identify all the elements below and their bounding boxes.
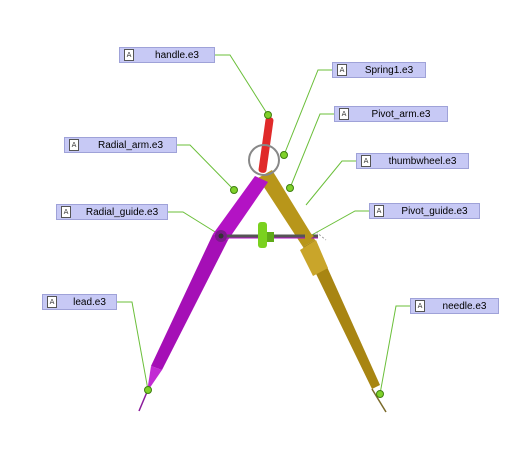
thumbwheel-hub <box>267 232 274 242</box>
thumbwheel[interactable] <box>258 222 267 248</box>
document-a-icon: A <box>124 49 134 61</box>
document-a-icon: A <box>361 155 371 167</box>
callout-lead[interactable]: A lead.e3 <box>42 294 117 310</box>
spring-ring[interactable] <box>248 144 280 176</box>
document-a-icon: A <box>61 206 71 218</box>
document-a-icon: A <box>47 296 57 308</box>
callout-label: thumbwheel.e3 <box>388 155 457 167</box>
leader-line-handle <box>214 54 269 116</box>
attachment-markers <box>144 111 384 398</box>
leader-line-spring1 <box>283 69 332 156</box>
callout-label: Radial_arm.e3 <box>97 139 164 151</box>
pivot-guide[interactable] <box>305 229 327 243</box>
callout-pivot-guide[interactable]: A Pivot_guide.e3 <box>369 203 480 219</box>
callout-label: Radial_guide.e3 <box>85 206 159 218</box>
callout-label: lead.e3 <box>73 296 106 308</box>
marker-needle <box>376 390 384 398</box>
radial-arm[interactable] <box>138 176 268 412</box>
callout-needle[interactable]: A needle.e3 <box>410 298 499 314</box>
callout-label: Pivot_arm.e3 <box>371 108 431 120</box>
callout-spring1[interactable]: A Spring1.e3 <box>332 62 426 78</box>
document-a-icon: A <box>415 300 425 312</box>
leader-line-radial-guide <box>167 211 221 236</box>
leader-line-radial-arm <box>176 144 235 191</box>
leader-line-needle <box>379 305 410 395</box>
callout-radial-arm[interactable]: A Radial_arm.e3 <box>64 137 177 153</box>
marker-pivot-arm <box>286 184 294 192</box>
leader-line-thumbwheel <box>305 160 356 206</box>
radial-guide[interactable] <box>215 230 227 242</box>
callout-label: Spring1.e3 <box>364 64 414 76</box>
callout-label: Pivot_guide.e3 <box>401 205 468 217</box>
callout-label: handle.e3 <box>155 49 199 61</box>
marker-radial-arm <box>230 186 238 194</box>
leader-line-pivot-arm <box>289 113 334 189</box>
leader-line-pivot-guide <box>309 210 369 237</box>
pivot-arm[interactable] <box>258 170 387 413</box>
callout-handle[interactable]: A handle.e3 <box>119 47 215 63</box>
marker-spring1 <box>280 151 288 159</box>
leader-lines <box>116 54 410 395</box>
document-a-icon: A <box>337 64 347 76</box>
callout-label: needle.e3 <box>442 300 487 312</box>
document-a-icon: A <box>339 108 349 120</box>
callout-pivot-arm[interactable]: A Pivot_arm.e3 <box>334 106 448 122</box>
document-a-icon: A <box>374 205 384 217</box>
callout-thumbwheel[interactable]: A thumbwheel.e3 <box>356 153 469 169</box>
callout-radial-guide[interactable]: A Radial_guide.e3 <box>56 204 168 220</box>
leader-line-lead <box>116 301 149 391</box>
marker-lead <box>144 386 152 394</box>
marker-handle <box>264 111 272 119</box>
document-a-icon: A <box>69 139 79 151</box>
